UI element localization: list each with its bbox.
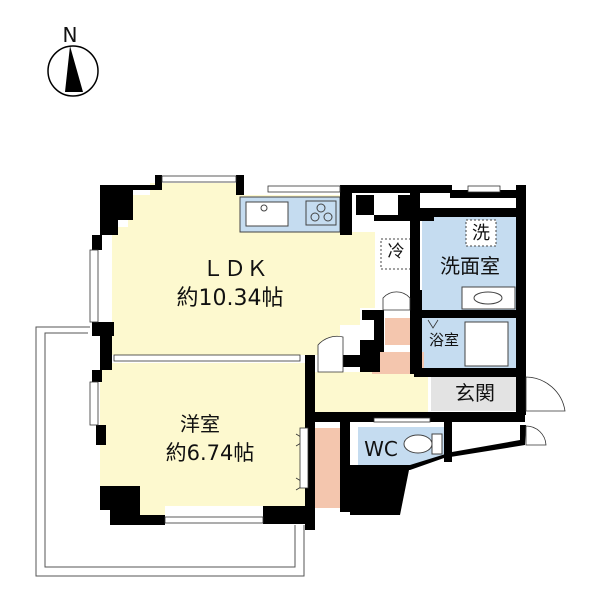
- wc-name: WC: [364, 437, 398, 461]
- windows: [89, 175, 501, 524]
- hallway-floor: [315, 372, 428, 412]
- ldk-room-name: ＬＤＫ: [201, 257, 268, 282]
- north-compass-icon: [47, 45, 99, 97]
- bathroom-name: 浴室: [428, 331, 459, 349]
- ldk-room-size: 約10.34帖: [176, 286, 284, 311]
- western-room-floor: [100, 363, 305, 515]
- western-room-name: 洋室: [180, 412, 220, 436]
- entrance-floor: [431, 377, 516, 411]
- fridge-space-icon: [380, 238, 412, 270]
- washer-space-icon: [465, 219, 497, 247]
- fridge-symbol: 冷: [387, 242, 405, 262]
- stove-burners-icon: [305, 200, 337, 226]
- sink-icon: [245, 201, 289, 227]
- washroom-name: 洗面室: [440, 254, 500, 278]
- washer-symbol: 洗: [472, 223, 490, 244]
- entrance-name: 玄関: [455, 381, 495, 405]
- doors: [295, 291, 566, 491]
- walls: [92, 175, 526, 530]
- bathtub-icon: [464, 321, 509, 367]
- compass-north-label: N: [62, 23, 78, 47]
- toilet-icon: [403, 434, 433, 454]
- balcony: [35, 326, 305, 577]
- western-room-size: 約6.74帖: [165, 441, 255, 465]
